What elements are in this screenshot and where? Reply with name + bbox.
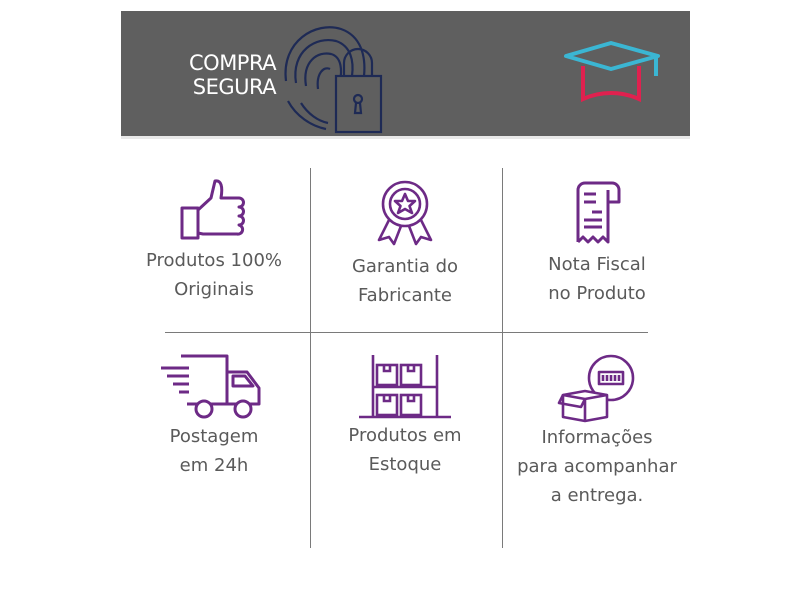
feature-invoice: Nota Fiscal no Produto — [502, 180, 692, 308]
secure-purchase-banner: COMPRA SEGURA — [121, 11, 690, 139]
feature-label-line: em 24h — [179, 455, 249, 476]
divider-horizontal — [165, 332, 648, 333]
feature-label-line: Estoque — [368, 454, 442, 475]
feature-label-line: Nota Fiscal — [548, 254, 646, 275]
feature-label-line: no Produto — [548, 283, 646, 304]
thumbs-up-icon — [180, 179, 245, 240]
feature-label-line: Garantia do — [351, 256, 459, 277]
delivery-truck-icon — [161, 354, 261, 419]
feature-label-line: para acompanhar — [517, 456, 677, 477]
feature-label-line: Produtos 100% — [145, 250, 283, 271]
divider-vertical — [502, 168, 503, 548]
receipt-icon — [576, 181, 621, 244]
feature-in-stock: Produtos em Estoque — [310, 353, 500, 479]
feature-manufacturer-warranty: Garantia do Fabricante — [310, 180, 500, 310]
graduation-cap-logo-icon — [564, 41, 660, 103]
feature-label-line: Originais — [174, 279, 254, 300]
feature-label-line: Informações — [541, 427, 653, 448]
banner-line-2: SEGURA — [192, 75, 277, 99]
feature-delivery-tracking: Informações para acompanhar a entrega. — [502, 353, 692, 510]
banner-line-1: COMPRA — [189, 51, 277, 75]
feature-label-line: Produtos em — [348, 425, 462, 446]
warehouse-shelf-icon — [359, 355, 451, 419]
secure-purchase-text: COMPRA SEGURA — [189, 51, 277, 99]
feature-label-line: a entrega. — [550, 485, 644, 506]
feature-label-line: Postagem — [169, 426, 259, 447]
feature-label-line: Fabricante — [357, 285, 453, 306]
fingerprint-lock-icon — [284, 26, 383, 134]
divider-vertical — [310, 168, 311, 548]
award-ribbon-icon — [377, 180, 433, 246]
feature-shipping-24h: Postagem em 24h — [119, 352, 309, 480]
feature-original-products: Produtos 100% Originais — [119, 178, 309, 304]
package-tracking-icon — [557, 354, 635, 423]
